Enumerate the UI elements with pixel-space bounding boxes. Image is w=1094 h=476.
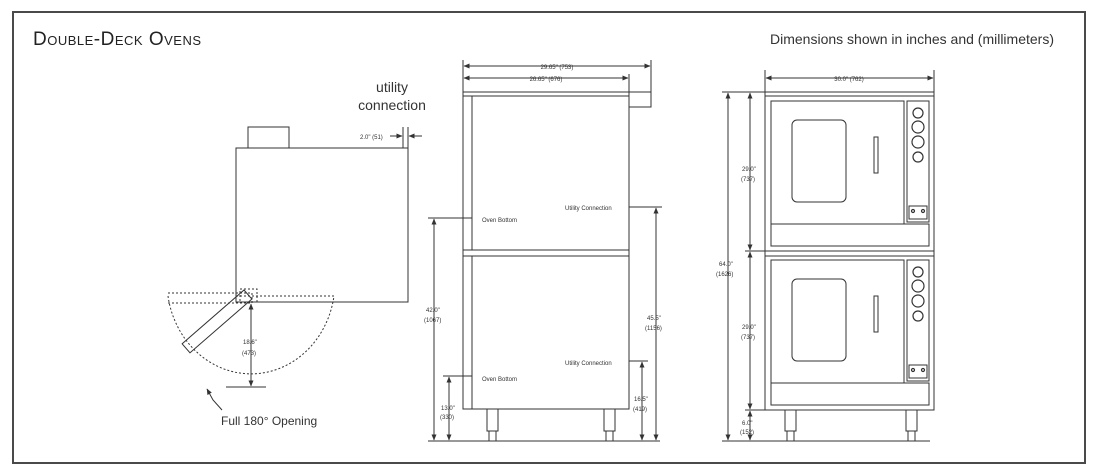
lower-dial-2 [911, 279, 925, 293]
upper-door [770, 100, 905, 225]
upper-dials [910, 107, 926, 214]
overall-height-in: 64.0" [719, 262, 733, 268]
upper-utility-height-in: 45.5" [647, 316, 661, 322]
lower-window [791, 278, 847, 362]
page-title: Double-Deck Ovens [33, 29, 202, 50]
lower-utility-height-in: 16.5" [634, 397, 648, 403]
upper-section-mm: (737) [741, 177, 755, 183]
opening-note: Full 180° Opening [221, 414, 317, 428]
stack-spacer [462, 249, 630, 257]
front-leg-left [784, 409, 797, 432]
door-swing-arc [167, 295, 335, 375]
lower-bottom-height-in: 13.0" [441, 406, 455, 412]
upper-panel-inner [908, 205, 928, 220]
upper-dial-3 [911, 135, 925, 149]
upper-handle [462, 217, 473, 251]
plan-view [167, 126, 422, 411]
upper-window [791, 119, 847, 203]
upper-bottom-height-in: 42.0" [426, 308, 440, 314]
upper-control-panel [906, 100, 930, 223]
lower-dials [910, 266, 926, 373]
upper-door-edge [462, 95, 473, 219]
lower-door-edge [462, 255, 473, 377]
lower-switch-2 [920, 367, 926, 373]
utility-lower-label: Utility Connection [565, 361, 612, 367]
door-closed-outline [168, 292, 253, 304]
door-depth-mm: (473) [242, 351, 256, 357]
leg-height-in: 6.0" [742, 421, 752, 427]
overall-height-mm: (1626) [716, 272, 733, 278]
door-depth-in: 18.6" [243, 340, 257, 346]
upper-utility-height-mm: (1156) [645, 326, 662, 332]
opening-leader [206, 388, 223, 411]
lower-door-handle [873, 295, 879, 333]
lower-dial-1 [912, 266, 924, 278]
upper-dial-1 [912, 107, 924, 119]
units-note: Dimensions shown in inches and (millimet… [770, 31, 1054, 47]
side-flue [628, 91, 652, 108]
lower-bottom-height-mm: (330) [440, 415, 454, 421]
side-leg-right [603, 408, 616, 432]
lower-oven-front [764, 255, 935, 411]
oven-bottom-lower-label: Oven Bottom [482, 377, 517, 383]
hinge-box [239, 288, 258, 303]
lower-dial-4 [912, 310, 924, 322]
upper-base-strip [770, 223, 930, 247]
side-elevation [428, 60, 662, 442]
side-leg-left [486, 408, 499, 432]
upper-oven-front [764, 95, 935, 252]
oven-plan-body [235, 147, 409, 303]
upper-bottom-height-mm: (1067) [424, 318, 441, 324]
lower-base-strip [770, 382, 930, 406]
upper-oven-side [462, 95, 630, 251]
lower-utility-height-mm: (419) [633, 407, 647, 413]
lower-section-mm: (737) [741, 335, 755, 341]
lower-section-in: 29.0" [742, 325, 756, 331]
lower-door [770, 259, 905, 384]
side-leg-right-foot [605, 430, 614, 442]
lower-oven-side [462, 255, 630, 410]
oven-bottom-upper-label: Oven Bottom [482, 218, 517, 224]
upper-dial-2 [911, 120, 925, 134]
lower-switch-1 [910, 367, 916, 373]
upper-section-in: 29.0" [742, 167, 756, 173]
overall-depth-label: 29.65" (753) [541, 65, 574, 71]
utility-offset-label: 2.0" (51) [360, 135, 383, 141]
upper-switch-2 [920, 208, 926, 214]
front-stack-spacer [764, 250, 935, 257]
front-leg-right-foot [907, 430, 916, 442]
utility-upper-label: Utility Connection [565, 206, 612, 212]
front-leg-right [905, 409, 918, 432]
upper-dial-4 [912, 151, 924, 163]
leg-height-mm: (152) [740, 430, 754, 436]
width-label: 30.0" (762) [834, 77, 863, 83]
upper-switch-1 [910, 208, 916, 214]
utility-label-2: connection [358, 97, 426, 113]
body-depth-label: 26.65" (676) [530, 77, 563, 83]
side-leg-left-foot [488, 430, 497, 442]
front-elevation [722, 70, 935, 442]
lower-panel-inner [908, 364, 928, 379]
drawing-frame [12, 11, 1086, 464]
utility-label-1: utility [376, 79, 408, 95]
flue-collar [247, 126, 290, 149]
upper-door-handle [873, 136, 879, 174]
door-open [181, 289, 253, 354]
lower-handle [462, 375, 473, 410]
lower-dial-3 [911, 294, 925, 308]
lower-control-panel [906, 259, 930, 382]
front-leg-left-foot [786, 430, 795, 442]
